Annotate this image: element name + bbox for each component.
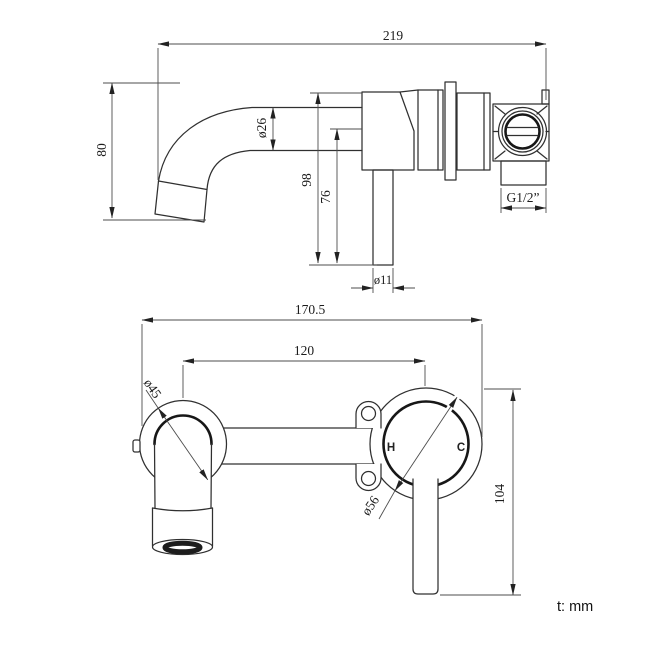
mounting-hole-bottom	[360, 470, 377, 487]
side-view: 219 80 ø26 98 76	[94, 28, 550, 293]
spout-tube-edge	[210, 443, 213, 509]
lever-handle-front-mask	[413, 479, 438, 594]
dim-front-overall-height: 104	[440, 388, 521, 596]
dim-spout-diameter: ø26	[254, 107, 276, 151]
spout-inner-curve	[206, 149, 363, 191]
dim-body-height: 98	[299, 92, 362, 264]
dim-valve-diameter-label: ø56	[358, 493, 382, 518]
dim-handle-length-label: 76	[318, 190, 333, 204]
mounting-hole-top	[360, 405, 377, 422]
valve-top-tab	[541, 89, 550, 105]
dim-front-overall-height-label: 104	[492, 484, 507, 505]
dim-handle-diameter: ø11	[351, 268, 415, 293]
front-view: H C 170.5 120 ø45 ø56	[132, 302, 521, 596]
valve-corner-chamfer	[536, 105, 548, 115]
dim-handle-diameter-label: ø11	[374, 273, 392, 287]
valve-corner-chamfer	[494, 105, 506, 115]
wall-flange-plate	[444, 81, 457, 181]
nozzle-collar-edge	[151, 507, 214, 512]
cartridge-sleeve	[417, 89, 444, 171]
dim-front-overall-width-label: 170.5	[295, 302, 326, 317]
flange-side-tab	[132, 439, 141, 453]
spout-tip	[154, 180, 208, 223]
lever-handle-front	[412, 478, 439, 595]
aerator-ring	[162, 540, 203, 555]
dim-hole-spacing: 120	[182, 343, 426, 398]
spout-tube-edge	[153, 443, 156, 509]
spout-tube-mask	[154, 415, 212, 508]
dim-thread-label: G1/2”	[507, 190, 540, 205]
inwall-cylinder	[456, 92, 491, 171]
dim-spout-height: 80	[94, 82, 206, 221]
thread-port	[500, 160, 547, 186]
spout-outer-curve	[157, 106, 363, 182]
units-note: t: mm	[557, 599, 593, 615]
valve-corner-chamfer	[536, 150, 548, 160]
dim-body-height-label: 98	[299, 173, 314, 187]
dim-overall-width: 219	[157, 28, 547, 180]
lever-handle-side	[372, 169, 394, 266]
dim-hole-spacing-label: 120	[294, 343, 315, 358]
cold-label: C	[457, 442, 465, 454]
body-cartridge-joint	[399, 89, 419, 93]
dim-handle-length: 76	[318, 128, 362, 264]
mixer-body	[361, 91, 415, 171]
hot-label: H	[387, 442, 395, 454]
valve-port-mid-circle	[501, 110, 544, 153]
dim-spout-height-label: 80	[94, 143, 109, 157]
dim-overall-width-label: 219	[383, 28, 404, 43]
dim-spout-flange-diameter-label: ø45	[141, 376, 165, 401]
dim-front-overall-width: 170.5	[141, 302, 483, 437]
valve-port-inner-circle	[504, 113, 541, 150]
dim-thread: G1/2”	[500, 188, 547, 213]
dim-spout-diameter-label: ø26	[254, 118, 269, 139]
nozzle-rim	[151, 538, 214, 556]
valve-corner-chamfer	[494, 150, 506, 160]
